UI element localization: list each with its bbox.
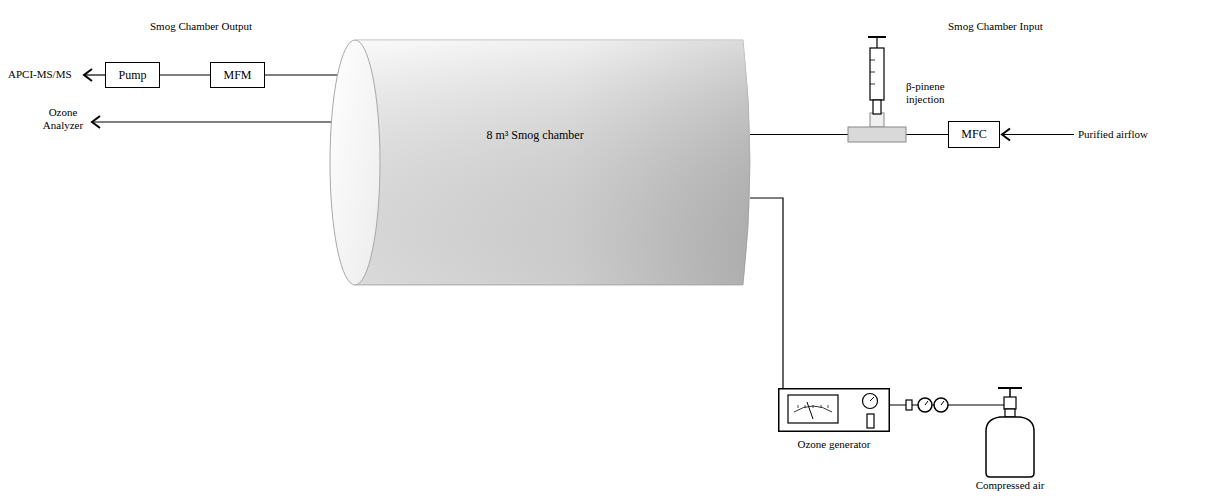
injection-syringe: β-pinene injection [862,34,962,114]
meter-tick [828,405,829,408]
meter-scale [794,406,832,412]
gas-cylinder: Compressed air [968,385,1052,493]
barrel-tick [870,84,875,85]
dial [863,394,878,409]
instrument-label: Ozone Analyzer [38,106,88,132]
syringe-barrel [870,48,884,100]
regulator-nut [906,400,912,410]
node-text: Pump [118,68,146,82]
node-text: MFM [223,68,251,82]
chamber-body [355,40,750,285]
arrow-head [1002,129,1010,141]
cylinder-neck [1005,409,1015,417]
valve-body [1004,397,1016,409]
node-text: MFC [961,127,986,141]
chamber-outline [355,40,750,285]
meter-tick [805,405,806,408]
dial-needle [870,397,874,401]
meter-needle [807,402,813,419]
plunger-rod [876,37,877,48]
regulator-gauge [934,398,948,412]
arrow-head [92,116,100,128]
flow-meter-box: MFM [210,62,265,88]
regulator-gauge [918,398,932,412]
section-title: Smog Chamber Input [948,20,1043,33]
gauge-needle [941,401,944,405]
generator-outline [778,388,890,432]
cylinder-symbol [968,385,1052,493]
smog-chamber: 8 m³ Smog chamber [355,40,750,285]
barrel-tick [870,60,875,61]
syringe-tip [873,100,881,114]
meter-window [788,395,838,423]
instrument-label: APCI-MS/MS [8,68,72,81]
node-text: β-pinene injection [906,80,958,106]
barrel-tick [870,72,875,73]
section-title: Smog Chamber Output [150,20,252,33]
flow-controller-box: MFC [948,121,1000,148]
node-text: Ozone generator [798,438,871,451]
ozone-generator: Ozone generator [778,388,890,432]
generator-box [779,389,890,432]
arrow-head [84,69,92,81]
output-line [84,74,105,75]
pump-box: Pump [105,62,160,88]
cylinder-body [986,417,1034,477]
tee-stub [870,113,884,127]
meter-tick [798,405,799,408]
valve-stem [1009,388,1011,397]
meter-tick [813,405,814,408]
pipe-line [160,74,210,75]
tee-fitting [848,127,906,142]
outlet-pipe [968,404,1004,405]
pipe-line [750,198,783,388]
inflow-label: Purified airflow [1078,128,1148,141]
chamber-face [330,40,380,285]
knob [867,414,874,428]
inflow-line [1002,134,1074,135]
meter-tick [821,405,822,408]
gauge-needle [925,401,928,405]
node-text: Compressed air [976,479,1045,492]
chamber-shading [355,40,750,285]
node-text: 8 m³ Smog chamber [486,128,583,142]
